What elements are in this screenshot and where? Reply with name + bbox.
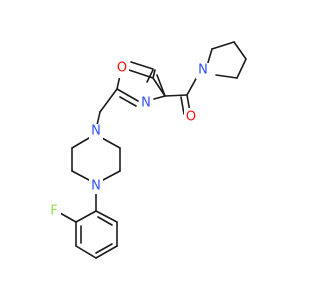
bond: [95, 210, 118, 223]
bond: [59, 212, 77, 223]
bond: [71, 137, 90, 149]
bond-layer: [59, 41, 247, 259]
bond: [116, 88, 139, 102]
bond: [152, 69, 156, 79]
molecule-diagram: O O N N N N F: [47, 41, 247, 259]
bond: [95, 243, 113, 254]
structure-svg: O O N N N N F: [47, 41, 247, 259]
bond: [97, 216, 113, 226]
bond: [75, 210, 97, 223]
bond: [101, 137, 121, 149]
bond: [71, 170, 90, 181]
bond: [233, 41, 247, 60]
bond: [146, 69, 154, 83]
bond: [153, 95, 166, 100]
pyrrolidine-nitrogen-label: N: [198, 63, 208, 78]
bond: [215, 74, 238, 79]
bond: [102, 170, 121, 181]
bond: [128, 69, 154, 79]
bond: [236, 58, 247, 79]
bond: [119, 96, 137, 107]
bond: [130, 61, 154, 70]
carbonyl-oxygen-label: O: [186, 110, 196, 125]
bond: [95, 245, 118, 259]
atom-label-layer: O O N N N N F: [47, 61, 210, 219]
piperazine-nitrogen-bottom-label: N: [91, 179, 101, 194]
bond: [152, 77, 166, 97]
bond: [99, 88, 118, 113]
bond: [211, 41, 235, 50]
bond: [186, 76, 198, 96]
bond: [180, 96, 185, 115]
fluorine-label: F: [50, 204, 57, 219]
bond: [75, 245, 97, 259]
piperazine-nitrogen-top-label: N: [91, 124, 101, 139]
bond: [156, 74, 166, 97]
bond: [164, 94, 188, 97]
oxazole-oxygen-label: O: [117, 61, 127, 76]
bond: [96, 111, 101, 126]
oxazole-nitrogen-label: N: [141, 96, 151, 111]
